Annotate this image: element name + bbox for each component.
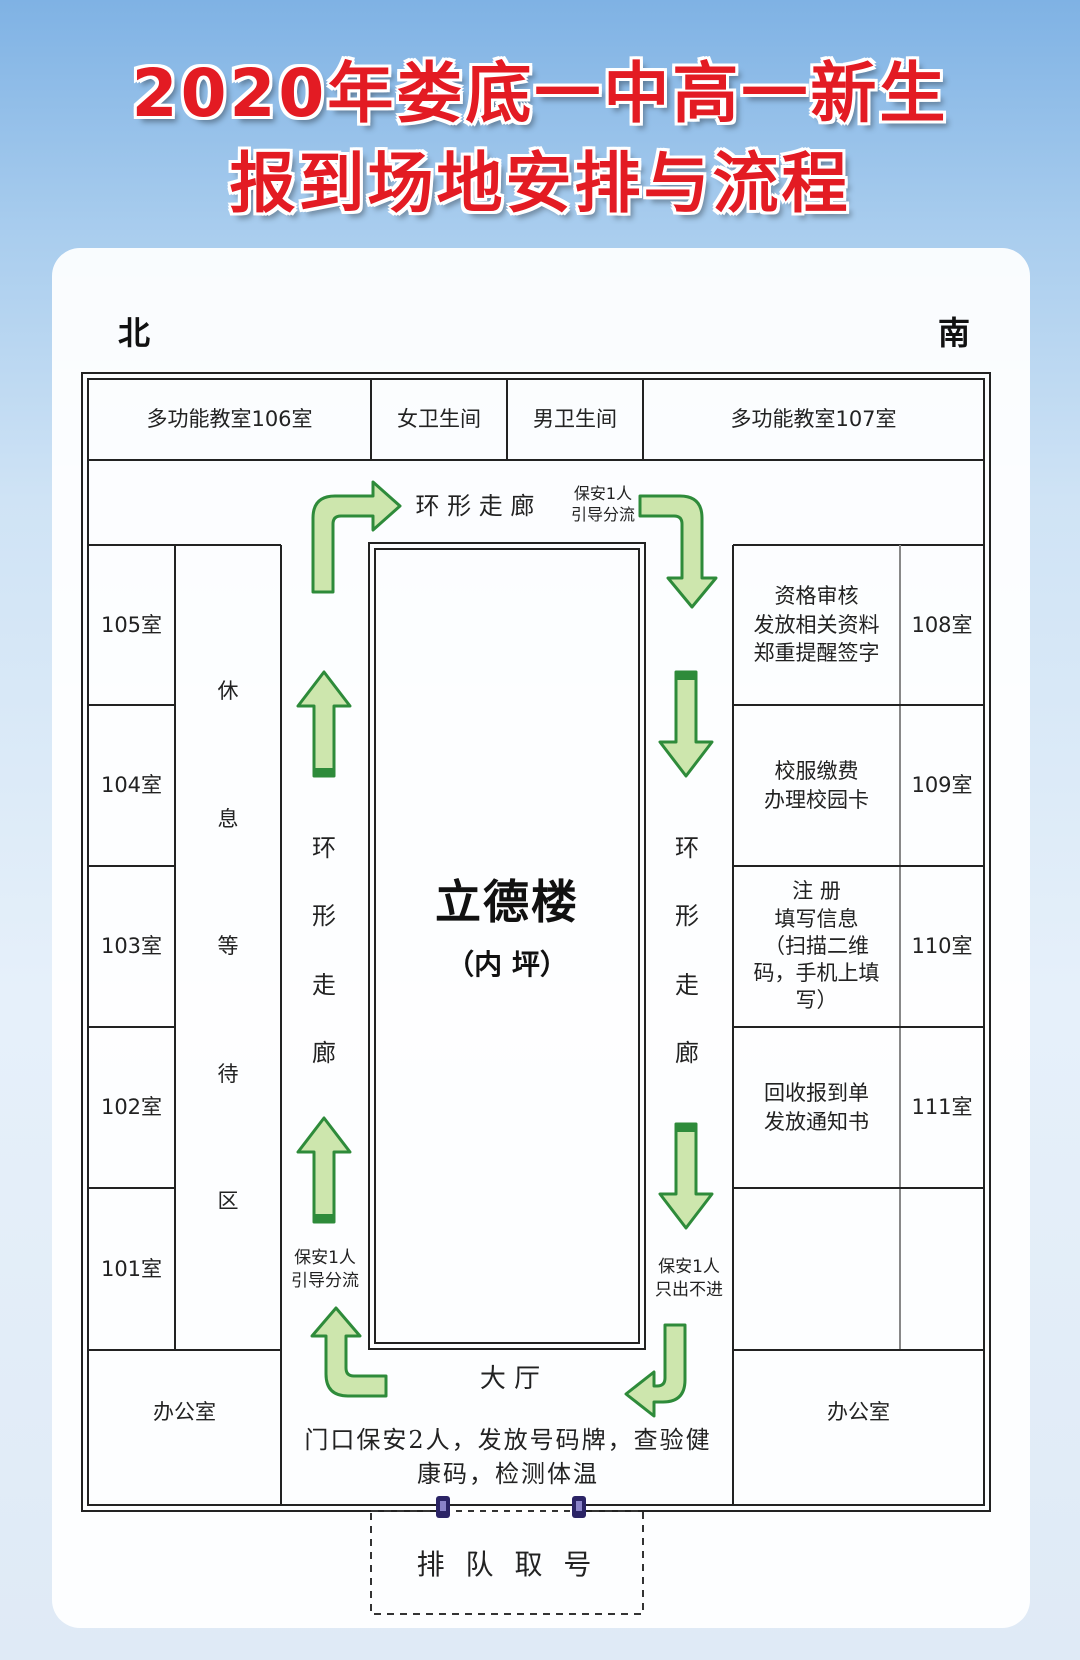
corridor-left-label: 环 形 走 廊 [298, 828, 350, 1068]
rest-area: 休 息 等 待 区 [175, 675, 281, 1215]
hall-label: 大 厅 [479, 1364, 541, 1395]
room-105: 105室 [100, 612, 163, 637]
room-107: 多功能教室107室 [730, 407, 897, 432]
door-post-icon [436, 1496, 450, 1518]
rest-area-char: 息 [217, 806, 239, 831]
room-111-tasks: 回收报到单 发放通知书 [764, 1081, 869, 1134]
rest-area-char: 待 [217, 1061, 239, 1086]
womens-restroom: 女卫生间 [397, 407, 481, 432]
corridor-top-label: 环 形 走 廊 [415, 491, 535, 520]
rest-area-char: 休 [217, 679, 239, 703]
corridor-char: 走 [675, 970, 699, 999]
building-name: 立德楼 [435, 874, 579, 929]
mens-restroom: 男卫生间 [533, 407, 617, 432]
room-106: 多功能教室106室 [146, 407, 313, 432]
office-left: 办公室 [153, 1400, 216, 1425]
guard-top-right: 保安1人 引导分流 [570, 484, 635, 524]
room-109: 109室 [911, 773, 973, 798]
arrow-icon [624, 1323, 687, 1418]
title-line-1: 2020年娄底一中高一新生 [131, 55, 949, 132]
direction-south: 南 [938, 314, 971, 352]
guard-right-bottom: 保安1人 只出不进 [655, 1257, 723, 1300]
corridor-right-label: 环 形 走 廊 [661, 828, 713, 1068]
queue-label: 排 队 取 号 [416, 1548, 598, 1582]
corridor-char: 走 [312, 970, 336, 999]
floor-plan-panel [52, 248, 1030, 1628]
room-104: 104室 [100, 773, 163, 798]
corridor-char: 廊 [675, 1038, 699, 1067]
arrow-icon [311, 480, 402, 594]
arrow-icon [310, 1306, 388, 1398]
building-sub: （内 坪） [446, 948, 568, 982]
room-109-tasks: 校服缴费 办理校园卡 [764, 759, 869, 812]
room-110: 110室 [911, 934, 973, 959]
door-post-icon [572, 1496, 586, 1518]
room-102: 102室 [100, 1095, 163, 1120]
rest-area-char: 区 [217, 1189, 239, 1213]
room-111: 111室 [911, 1095, 973, 1120]
entrance-guard-note: 门口保安2人，发放号码牌，查验健康码，检测体温 [304, 1426, 712, 1488]
corridor-char: 廊 [312, 1038, 336, 1067]
office-right: 办公室 [827, 1400, 890, 1425]
room-101: 101室 [100, 1256, 163, 1281]
room-108-tasks: 资格审核 发放相关资料 郑重提醒签字 [753, 584, 880, 666]
direction-north: 北 [118, 314, 151, 352]
corridor-char: 形 [675, 902, 699, 931]
arrow-icon [638, 494, 718, 609]
room-103: 103室 [100, 934, 163, 959]
room-108: 108室 [911, 612, 973, 637]
rest-area-char: 等 [217, 934, 239, 958]
corridor-char: 环 [675, 834, 699, 862]
guard-left-bottom: 保安1人 引导分流 [291, 1248, 359, 1291]
room-110-tasks: 注 册 填写信息 （扫描二维 码，手机上填 写） [753, 879, 880, 1013]
title-line-2: 报到场地安排与流程 [229, 145, 851, 222]
corridor-char: 环 [312, 834, 336, 862]
corridor-char: 形 [312, 902, 336, 931]
